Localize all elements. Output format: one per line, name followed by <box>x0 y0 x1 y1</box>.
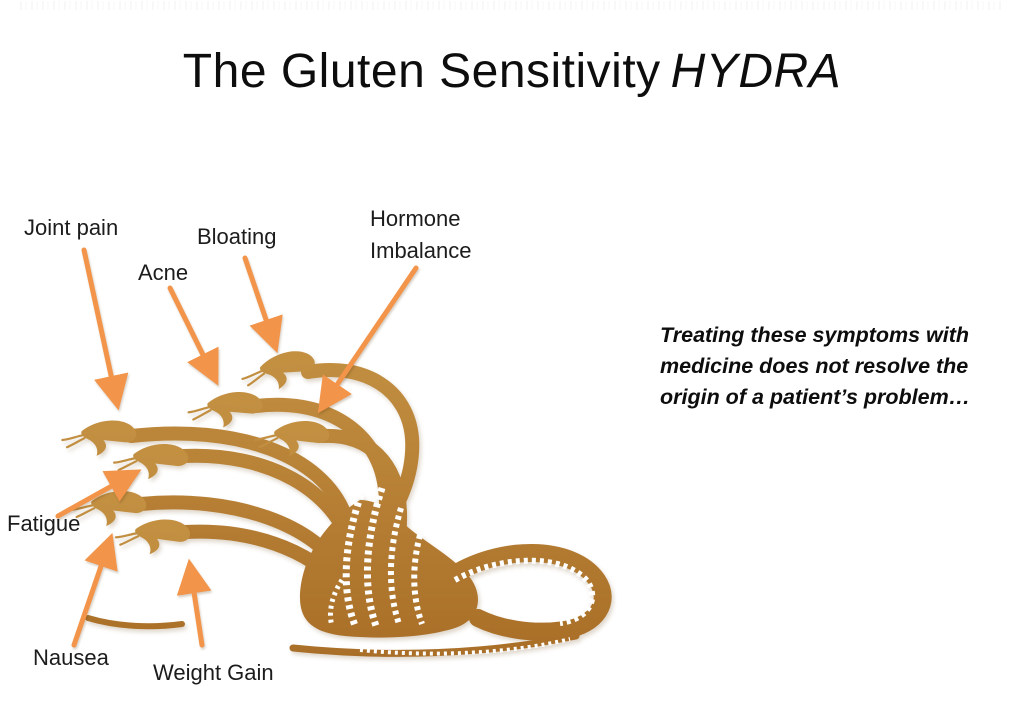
hydra-head-bloating <box>239 348 319 394</box>
wheat-line <box>387 507 404 625</box>
wheat-line <box>363 486 386 628</box>
label-hormone-imbalance: Hormone Imbalance <box>370 206 472 263</box>
label-acne: Acne <box>138 260 189 285</box>
wheat-line <box>411 534 425 626</box>
wheat-line <box>327 578 345 627</box>
label-nausea: Nausea <box>33 645 109 670</box>
hydra-head-acne <box>186 389 264 430</box>
wheat-line <box>342 493 365 630</box>
hydra-body <box>300 500 478 638</box>
arrow-bloating <box>242 255 283 354</box>
hydra-head-joint-pain <box>60 416 139 459</box>
label-joint-pain: Joint pain <box>24 215 119 240</box>
hydra-head-fatigue <box>112 439 191 483</box>
note-line: origin of a patient’s problem… <box>660 385 971 409</box>
label-weight-gain: Weight Gain <box>153 660 274 685</box>
note-line: Treating these symptoms with <box>660 323 970 347</box>
hydra-tail <box>441 544 612 641</box>
hydra-illustration <box>60 348 612 657</box>
treatment-note: Treating these symptoms with medicine do… <box>660 320 1005 413</box>
title-italic-text: HYDRA <box>670 45 842 98</box>
hydra-head-weight-gain <box>113 514 193 559</box>
ground-stroke <box>85 615 185 630</box>
wheat-pattern <box>327 486 596 656</box>
wheat-line <box>453 557 596 626</box>
title-regular-text: The Gluten Sensitivity <box>182 45 661 98</box>
note-line: medicine does not resolve the <box>660 354 969 378</box>
label-fatigue: Fatigue <box>7 511 81 536</box>
top-edge-artifact-strip <box>20 1 1004 10</box>
hydra-head-nausea <box>70 486 149 530</box>
label-bloating: Bloating <box>197 224 277 249</box>
